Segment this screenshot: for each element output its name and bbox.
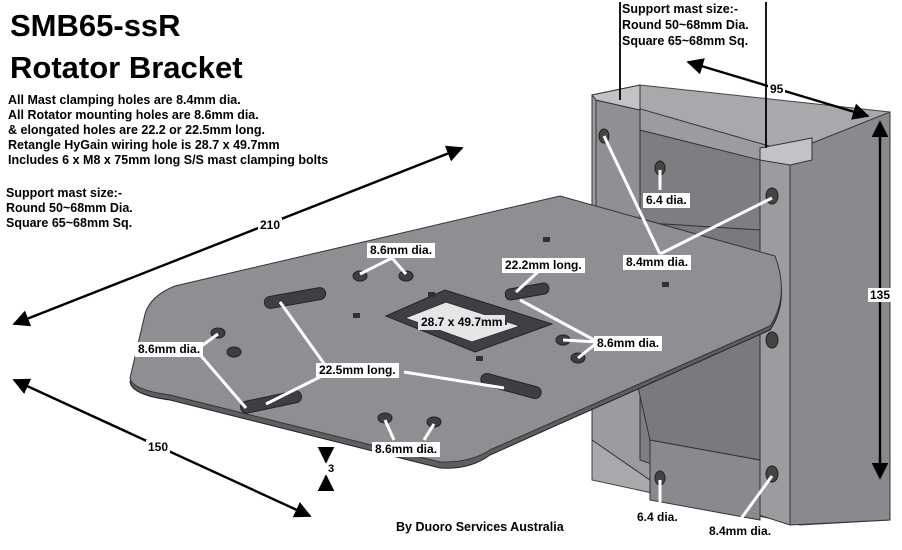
dim-mast-width-label: 95 [768, 82, 786, 96]
callout-6-4-top: 6.4 dia. [643, 193, 690, 208]
dim-width-label: 210 [258, 218, 283, 232]
dim-height-label: 135 [868, 288, 893, 302]
callout-hole-left: 8.6mm dia. [135, 342, 204, 357]
mast-heading: Support mast size:- [622, 2, 738, 16]
support-mast-note-top: Support mast size:- Round 50~68mm Dia. S… [622, 1, 749, 49]
callout-hole-top: 8.6mm dia. [367, 243, 436, 258]
note-line: All Mast clamping holes are 8.4mm dia. [8, 93, 241, 107]
clamp-hole [765, 331, 779, 349]
dim-thickness-label: 3 [327, 462, 336, 476]
credit-text: By Duoro Services Australia [396, 520, 564, 534]
support-mast-note-left: Support mast size:- Round 50~68mm Dia. S… [6, 186, 133, 231]
mast-square: Square 65~68mm Sq. [622, 34, 749, 48]
title-model: SMB65-ssR [10, 8, 181, 43]
note-line: All Rotator mounting holes are 8.6mm dia… [8, 108, 259, 122]
mast-square: Square 65~68mm Sq. [6, 216, 133, 230]
note-line: Includes 6 x M8 x 75mm long S/S mast cla… [8, 153, 329, 167]
note-line: Retangle HyGain wiring hole is 28.7 x 49… [8, 138, 280, 152]
callout-wiring-hole: 28.7 x 49.7mm [418, 315, 506, 330]
callout-slot-22-5: 22.5mm long. [316, 363, 399, 378]
slot-hole [504, 282, 550, 301]
slot-hole [480, 373, 542, 399]
callout-8-4-bottom: 8.4mm dia. [706, 524, 775, 539]
leader-lines [194, 135, 774, 521]
mast-heading: Support mast size:- [6, 186, 122, 200]
callout-6-4-bottom: 6.4 dia. [634, 510, 681, 525]
dim-210-line [12, 145, 464, 327]
callout-slot-22-2: 22.2mm long. [502, 258, 585, 273]
mast-round: Round 50~68mm Dia. [6, 201, 133, 215]
callout-hole-bottom: 8.6mm dia. [372, 442, 441, 457]
mast-round: Round 50~68mm Dia. [622, 18, 749, 32]
callout-hole-right: 8.6mm dia. [594, 336, 663, 351]
spec-notes: All Mast clamping holes are 8.4mm dia. A… [8, 93, 328, 168]
dim-depth-label: 150 [146, 440, 171, 454]
note-line: & elongated holes are 22.2 or 22.5mm lon… [8, 123, 266, 137]
title-product: Rotator Bracket [10, 50, 243, 85]
callout-8-4-top: 8.4mm dia. [623, 255, 692, 270]
